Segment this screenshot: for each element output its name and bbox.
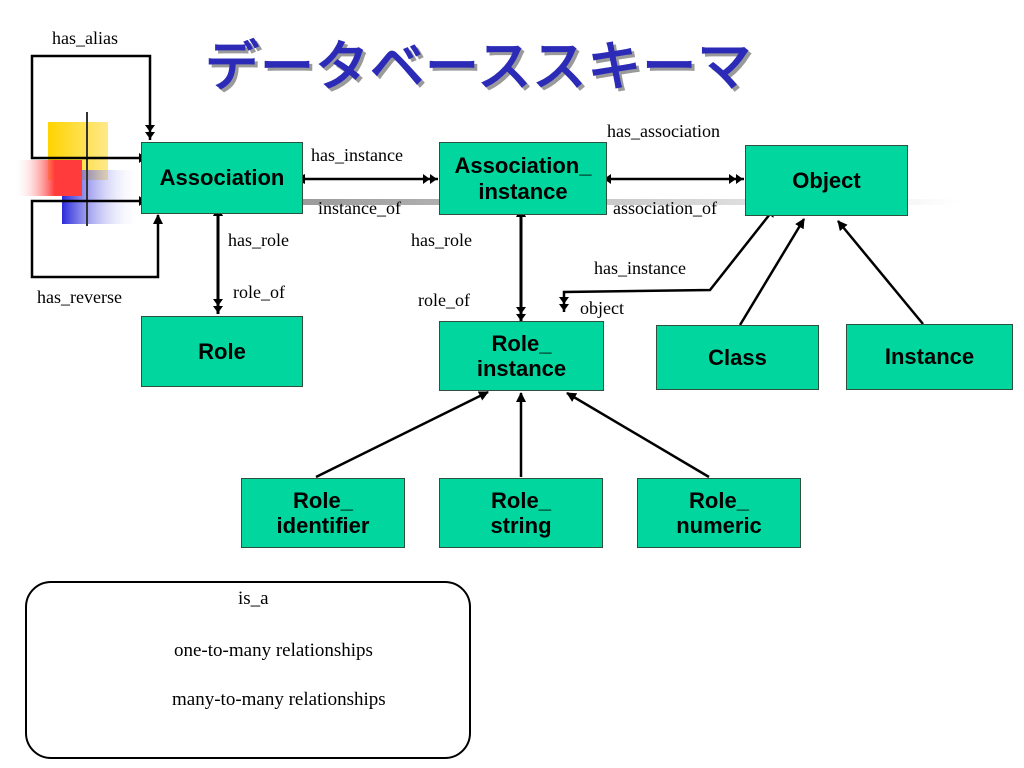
has-association-label: has_association xyxy=(607,121,720,141)
isa-role-numeric-role-instance xyxy=(566,391,710,479)
role-instance-label-line2: instance xyxy=(476,356,567,381)
edge-object-role-instance xyxy=(559,206,776,312)
instance-label: Instance xyxy=(884,344,975,370)
legend-panel xyxy=(25,581,471,759)
role-identifier-box[interactable]: Role_ identifier xyxy=(241,478,405,548)
has-instance-object-label: has_instance xyxy=(594,258,686,278)
role-string-box[interactable]: Role_ string xyxy=(439,478,603,548)
isa-instance-object xyxy=(837,220,924,325)
legend-many-to-many-label: many-to-many relationships xyxy=(172,689,386,710)
role-string-label-line2: string xyxy=(490,513,552,538)
association-label: Association xyxy=(159,165,285,191)
object-box[interactable]: Object xyxy=(745,145,908,216)
association-box[interactable]: Association xyxy=(141,142,303,214)
object-label: Object xyxy=(792,167,861,193)
association-instance-label-line2: instance xyxy=(478,178,568,204)
has-reverse-label: has_reverse xyxy=(37,287,122,307)
role-label: Role xyxy=(198,338,246,364)
role-string-label-line1: Role_ xyxy=(491,487,551,513)
role-numeric-label-line2: numeric xyxy=(676,513,762,538)
legend-one-to-many-label: one-to-many relationships xyxy=(174,640,373,661)
has-role-left-label: has_role xyxy=(228,230,289,250)
instance-box[interactable]: Instance xyxy=(846,324,1013,390)
role-of-left-label: role_of xyxy=(233,282,285,302)
class-box[interactable]: Class xyxy=(656,325,819,390)
class-label: Class xyxy=(708,344,767,370)
role-identifier-label-line1: Role_ xyxy=(293,487,353,513)
association-instance-label-line1: Association_ xyxy=(454,153,592,179)
legend-is-a-label: is_a xyxy=(238,588,269,609)
isa-class-object xyxy=(738,218,806,326)
association-instance-box[interactable]: Association_ instance xyxy=(439,142,607,215)
role-instance-label-line1: Role_ xyxy=(491,330,552,356)
isa-role-identifier-role-instance xyxy=(315,390,489,479)
has-alias-loop xyxy=(30,54,155,163)
has-reverse-loop xyxy=(30,196,163,279)
association-of-label: association_of xyxy=(613,198,717,218)
role-box[interactable]: Role xyxy=(141,316,303,387)
has-alias-label: has_alias xyxy=(52,28,118,48)
page-title: データベーススキーマ xyxy=(205,35,753,98)
role-numeric-box[interactable]: Role_ numeric xyxy=(637,478,801,548)
role-numeric-label-line1: Role_ xyxy=(689,487,749,513)
instance-of-label: instance_of xyxy=(318,198,401,218)
role-of-mid-label: role_of xyxy=(418,290,470,310)
has-instance-top-label: has_instance xyxy=(311,145,403,165)
role-identifier-label-line2: identifier xyxy=(276,513,370,538)
has-role-mid-label: has_role xyxy=(411,230,472,250)
object-edge-label: object xyxy=(580,298,624,318)
role-instance-box[interactable]: Role_ instance xyxy=(439,321,604,391)
